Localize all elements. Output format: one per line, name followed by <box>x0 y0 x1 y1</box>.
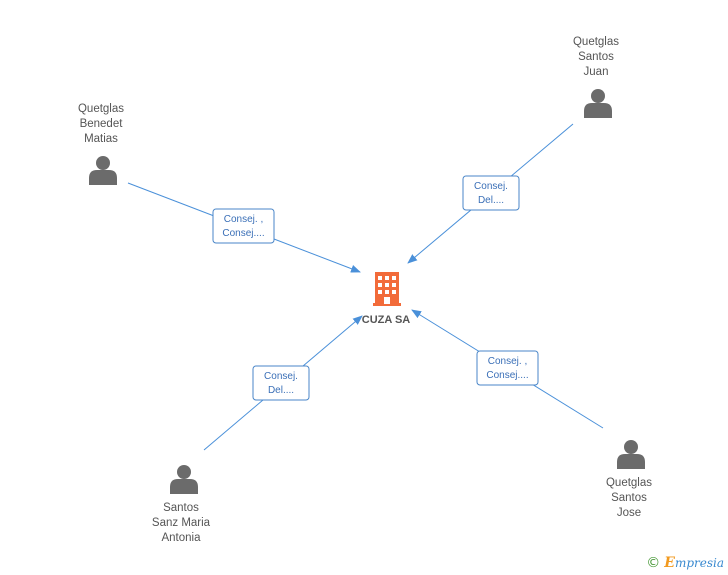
role-label-line: Del.... <box>478 195 504 206</box>
person-node-santos-sanz-maria-antonia[interactable]: Santos Sanz Maria Antonia <box>152 465 211 544</box>
person-name-line: Juan <box>584 66 609 78</box>
footer-branding: © Empresia <box>646 555 724 571</box>
role-label-line: Consej. , <box>488 356 527 367</box>
role-label-line: Consej. , <box>224 214 263 225</box>
person-icon <box>617 440 645 469</box>
person-name-line: Santos <box>578 51 614 63</box>
role-label-quetglas-santos-juan[interactable]: Consej. Del.... <box>462 175 520 211</box>
role-label-santos-sanz-maria-antonia[interactable]: Consej. Del.... <box>252 365 310 401</box>
brand-logo[interactable]: Empresia <box>664 555 724 571</box>
person-icon <box>170 465 198 494</box>
person-icon <box>89 156 117 185</box>
role-label-quetglas-santos-jose[interactable]: Consej. , Consej.... <box>476 350 539 386</box>
person-name-line: Antonia <box>161 532 201 544</box>
brand-name: mpresia <box>674 556 724 570</box>
role-label-line: Consej.... <box>222 228 264 239</box>
person-name-line: Quetglas <box>573 36 619 48</box>
person-node-quetglas-benedet-matias[interactable]: Quetglas Benedet Matias <box>78 103 124 185</box>
brand-initial: E <box>664 555 675 571</box>
role-label-line: Del.... <box>268 385 294 396</box>
person-icon <box>584 89 612 118</box>
role-label-line: Consej.... <box>486 370 528 381</box>
person-name-line: Benedet <box>80 118 124 130</box>
person-node-quetglas-santos-jose[interactable]: Quetglas Santos Jose <box>606 440 652 519</box>
company-name: CUZA SA <box>362 314 411 326</box>
role-label-line: Consej. <box>264 371 298 382</box>
copyright-icon: © <box>646 555 661 571</box>
company-node[interactable]: CUZA SA <box>362 272 411 326</box>
person-name-line: Jose <box>617 507 641 519</box>
person-name-line: Sanz Maria <box>152 517 211 529</box>
person-name-line: Santos <box>163 502 199 514</box>
person-name-line: Santos <box>611 492 647 504</box>
role-label-line: Consej. <box>474 181 508 192</box>
person-name-line: Quetglas <box>78 103 124 115</box>
person-node-quetglas-santos-juan[interactable]: Quetglas Santos Juan <box>573 36 619 118</box>
person-name-line: Quetglas <box>606 477 652 489</box>
building-icon <box>373 272 401 306</box>
role-label-quetglas-benedet-matias[interactable]: Consej. , Consej.... <box>212 208 275 244</box>
person-name-line: Matias <box>84 133 118 145</box>
